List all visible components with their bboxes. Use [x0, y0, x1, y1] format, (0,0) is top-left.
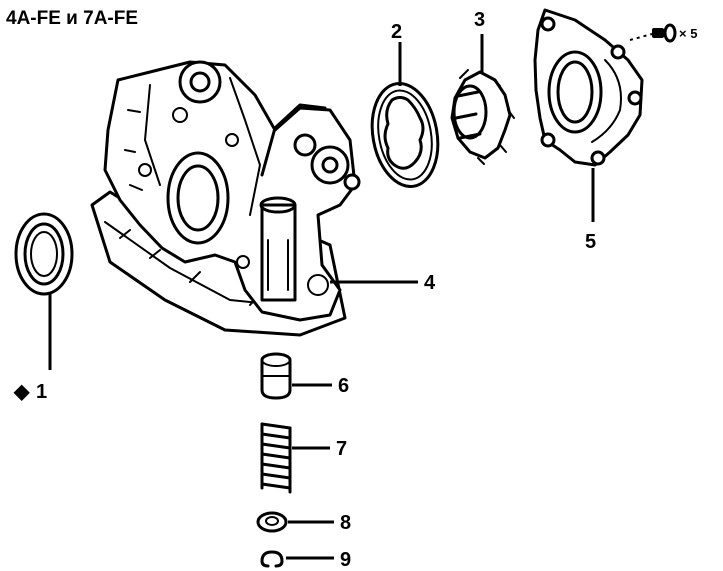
cover-bolt [629, 23, 677, 43]
driven-rotor [370, 81, 440, 189]
part-9-label: 9 [340, 549, 351, 571]
part-6-label: 6 [338, 375, 349, 397]
bolt-quantity: × 5 [679, 26, 697, 41]
part-8-label: 8 [340, 512, 351, 534]
part-2-label: 2 [391, 21, 402, 43]
oil-seal [14, 212, 74, 296]
relief-valve-spring [260, 422, 292, 494]
oil-pump-body [90, 60, 361, 337]
part-1-mark: ◆ [13, 381, 30, 403]
spring-retainer [256, 511, 288, 533]
relief-valve-piston [260, 352, 292, 400]
part-5-label: 5 [585, 231, 596, 253]
part-7-label: 7 [336, 438, 347, 460]
part-4-label: 4 [424, 272, 436, 294]
drive-rotor [450, 69, 515, 165]
snap-ring [260, 550, 284, 568]
pump-cover [533, 8, 644, 167]
engine-title: 4A-FE и 7A-FE [6, 8, 138, 29]
part-1-label: 1 [36, 381, 47, 403]
part-3-label: 3 [474, 9, 485, 31]
